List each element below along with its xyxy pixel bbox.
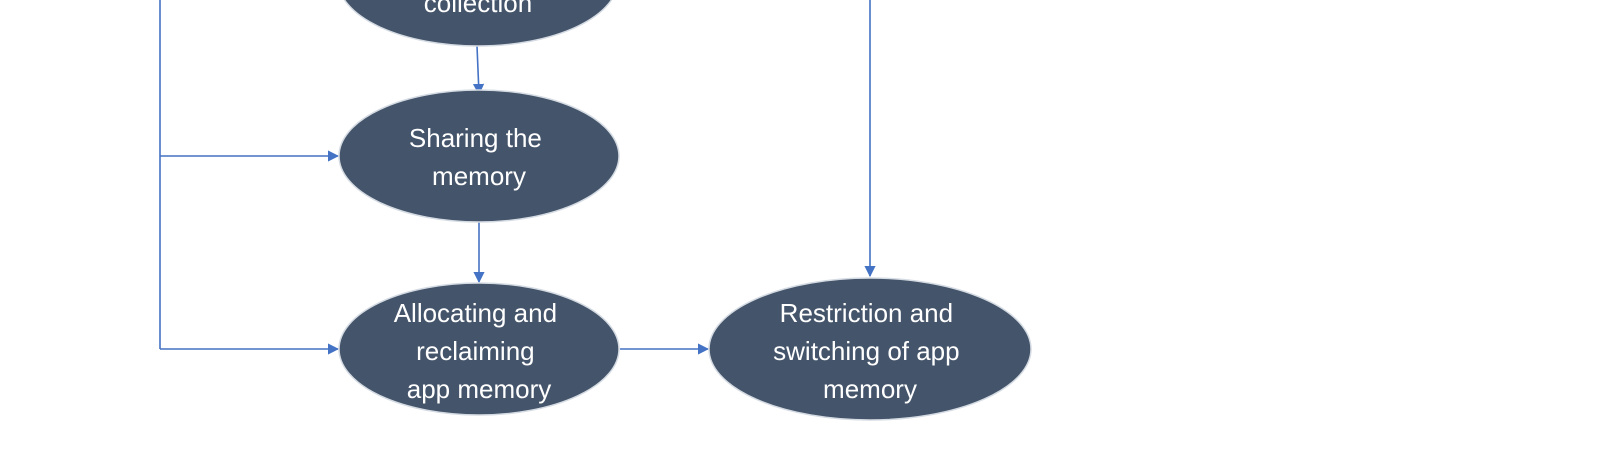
node-restriction-switching-app-memory: Restriction and switching of app memory: [708, 277, 1032, 421]
connectors: [159, 0, 876, 355]
arrow-collection-to-sharing: [472, 45, 485, 96]
node-ellipse: [338, 89, 620, 223]
node-label: collection: [424, 0, 532, 18]
node-label: Restriction and switching of app memory: [773, 298, 967, 404]
node-ellipse: [343, 0, 613, 47]
node-label: Allocating and reclaiming app memory: [394, 298, 565, 404]
node-allocating-reclaiming-app-memory: Allocating and reclaiming app memory: [338, 282, 620, 416]
node-garbage-collection: collection: [343, 0, 613, 47]
node-ellipse: [338, 282, 620, 416]
node-sharing-memory: Sharing the memory: [338, 89, 620, 223]
node-label: Sharing the memory: [409, 123, 549, 191]
node-ellipse: [708, 277, 1032, 421]
